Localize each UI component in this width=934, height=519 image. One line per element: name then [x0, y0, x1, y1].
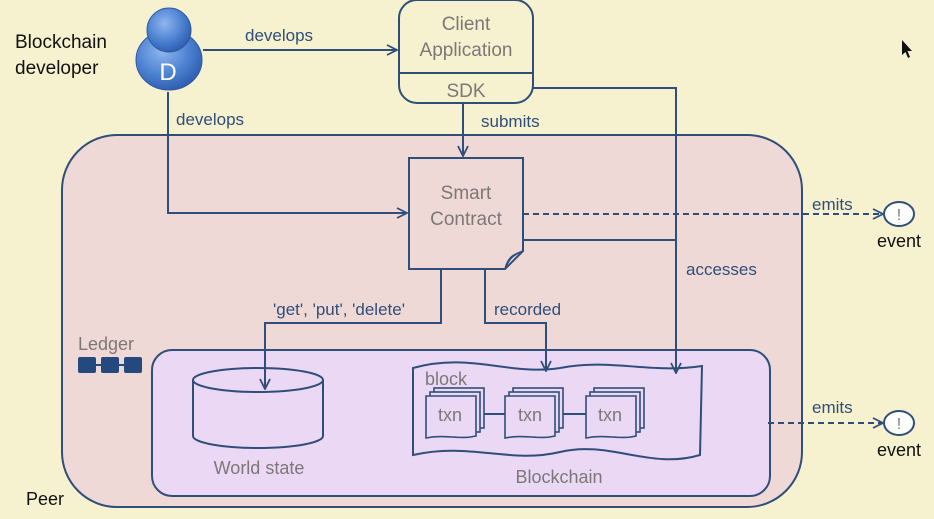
txn-label-3: txn	[598, 405, 622, 425]
edge-label-submits: submits	[481, 112, 540, 131]
world-state-database	[192, 367, 324, 449]
txn-stack-2	[504, 387, 564, 439]
edge-label-recorded: recorded	[494, 300, 561, 319]
developer-label-line1: Blockchain	[15, 32, 107, 53]
smart-contract-title-line2: Contract	[430, 209, 503, 230]
edge-dev-to-contract	[167, 92, 407, 213]
smart-contract-fold	[504, 250, 524, 270]
ledger-event-icon	[883, 410, 915, 436]
edge-label-contract-ops: 'get', 'put', 'delete'	[273, 300, 405, 319]
block-label: block	[425, 369, 468, 389]
ledger-chain-icon	[78, 357, 142, 373]
peer-label: Peer	[26, 489, 64, 509]
ledger-event-glyph: !	[897, 416, 901, 433]
client-application-box	[398, 0, 534, 104]
txn-label-1: txn	[438, 405, 462, 425]
client-app-title-line1: Client	[442, 14, 491, 35]
edge-contract-recorded	[484, 269, 546, 371]
world-state-label: World state	[214, 458, 305, 478]
contract-event-glyph: !	[897, 207, 901, 224]
blockchain-label: Blockchain	[515, 467, 602, 487]
smart-contract-box	[408, 157, 524, 270]
developer-avatar-letter: D	[159, 59, 176, 86]
developer-avatar-icon	[135, 7, 203, 91]
contract-event-label: event	[877, 231, 921, 251]
txn-label-2: txn	[518, 405, 542, 425]
txn-stack-3	[585, 387, 645, 439]
ledger-label: Ledger	[78, 334, 134, 354]
sdk-label: SDK	[446, 81, 485, 102]
edge-label-dev-to-contract: develops	[176, 110, 244, 129]
developer-label-line2: developer	[15, 58, 99, 79]
edge-label-dev-to-client: develops	[245, 26, 313, 45]
edge-label-contract-emits: emits	[812, 195, 853, 214]
edge-sdk-accesses	[533, 87, 676, 373]
smart-contract-title-line1: Smart	[441, 183, 492, 204]
ledger-event-label: event	[877, 440, 921, 460]
contract-event-icon	[883, 201, 915, 227]
client-app-title-line2: Application	[420, 40, 513, 61]
edge-label-ledger-emits: emits	[812, 398, 853, 417]
edge-label-accesses: accesses	[686, 260, 757, 279]
mouse-cursor-icon	[902, 40, 912, 58]
txn-stack-1	[425, 387, 485, 439]
edge-contract-ops	[265, 269, 442, 389]
